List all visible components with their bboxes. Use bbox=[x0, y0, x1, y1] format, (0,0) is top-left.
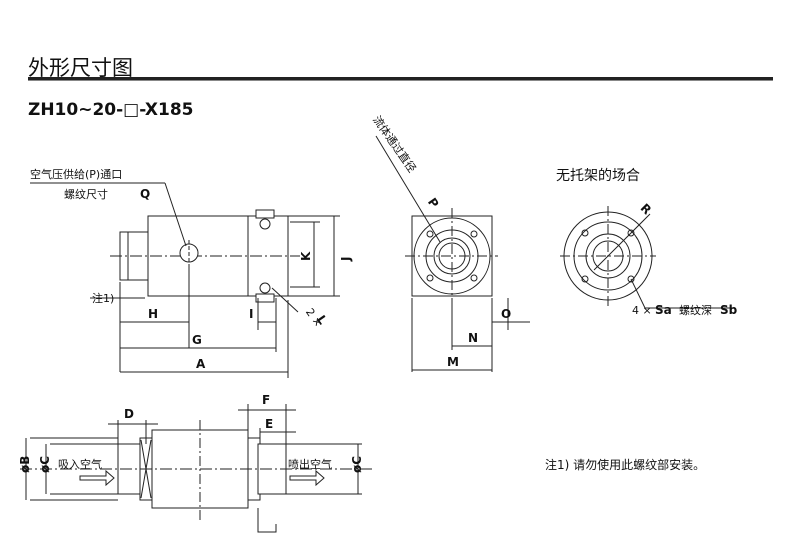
dim-h: H bbox=[148, 307, 158, 321]
dim-k: K bbox=[299, 251, 313, 261]
dim-b: øB bbox=[18, 456, 32, 473]
flow-p-label: P bbox=[425, 195, 442, 210]
front-view bbox=[375, 135, 530, 372]
dim-c-left: øC bbox=[38, 456, 52, 473]
top-view bbox=[20, 404, 372, 533]
bolt-spec-prefix: 4 × bbox=[632, 304, 652, 317]
note-text: 注1) 请勿使用此螺纹部安装。 bbox=[545, 458, 706, 472]
model-code: ZH10~20-□-X185 bbox=[28, 100, 194, 120]
flow-diameter-label: 流体通过直径 bbox=[370, 113, 419, 175]
suction-air-label: 吸入空气 bbox=[58, 457, 102, 471]
dim-g: G bbox=[192, 333, 202, 347]
dim-a: A bbox=[196, 357, 206, 371]
section-title: 外形尺寸图 bbox=[28, 56, 133, 80]
air-supply-port-label: 空气压供给(P)通口 bbox=[30, 167, 122, 181]
dim-c-right: øC bbox=[350, 456, 364, 473]
dim-d: D bbox=[124, 407, 134, 421]
dim-n: N bbox=[468, 331, 478, 345]
dim-j: J bbox=[339, 257, 353, 262]
bolt-sa: Sa bbox=[655, 303, 672, 317]
thread-size-label: 螺纹尺寸 bbox=[64, 187, 108, 201]
thread-q-label: Q bbox=[140, 187, 150, 201]
title-rule bbox=[28, 77, 773, 80]
dim-o: O bbox=[501, 307, 511, 321]
dim-m: M bbox=[447, 355, 459, 369]
dim-i: I bbox=[249, 307, 253, 321]
note1-marker: 注1) bbox=[92, 291, 114, 305]
discharge-air-label: 喷出空气 bbox=[288, 457, 332, 471]
dim-f: F bbox=[262, 393, 270, 407]
bolt-thread-depth: 螺纹深 bbox=[679, 303, 712, 317]
dim-e: E bbox=[265, 417, 273, 431]
title-rule-thin bbox=[28, 80, 773, 81]
bolt-sb: Sb bbox=[720, 303, 738, 317]
no-bracket-view bbox=[560, 206, 735, 309]
dim-r: R bbox=[638, 201, 654, 217]
side-view bbox=[30, 182, 340, 378]
no-bracket-title: 无托架的场合 bbox=[556, 168, 640, 184]
